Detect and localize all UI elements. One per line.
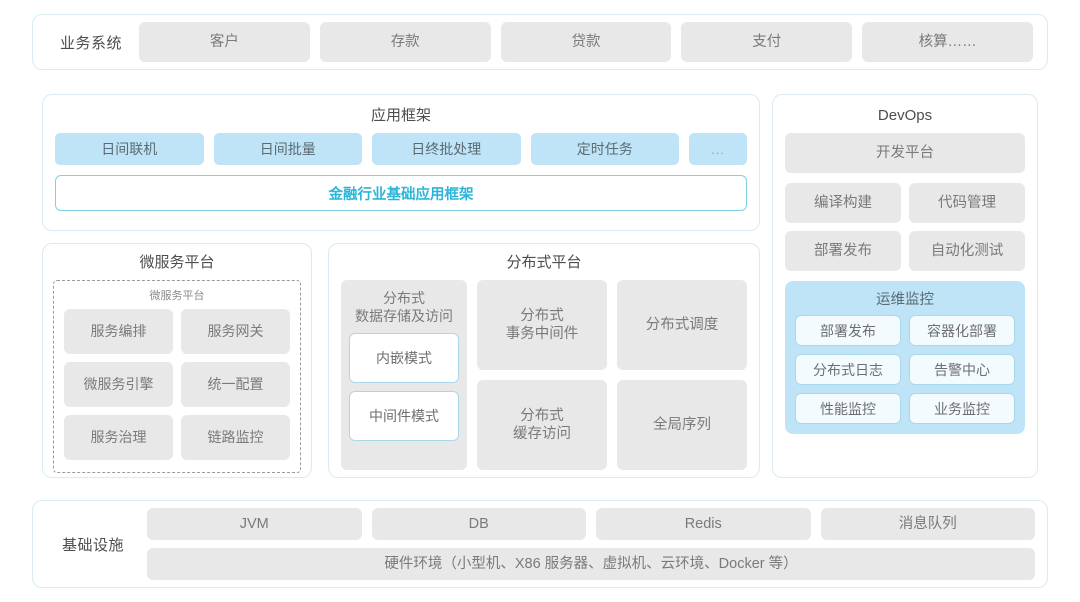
distributed-storage-title-line2: 数据存储及访问 <box>355 307 453 324</box>
devops-item-build[interactable]: 编译构建 <box>785 183 901 223</box>
app-framework-title: 应用框架 <box>370 107 431 124</box>
distributed-storage-column: 分布式 数据存储及访问 内嵌模式 中间件模式 <box>341 280 467 470</box>
infrastructure-item-db[interactable]: DB <box>371 508 586 540</box>
business-item-accounting[interactable]: 核算…… <box>862 22 1033 62</box>
platform-column-left: 应用框架 日间联机 日间批量 日终批处理 定时任务 ... 金融行业基础应用框架… <box>42 94 760 478</box>
distributed-storage-mode-middleware[interactable]: 中间件模式 <box>349 391 459 441</box>
microservice-item-unified-config[interactable]: 统一配置 <box>181 362 290 407</box>
app-framework-item-eod-batch[interactable]: 日终批处理 <box>372 133 521 165</box>
distributed-cell-cache-access-text: 分布式 缓存访问 <box>513 407 571 443</box>
microservice-item-governance[interactable]: 服务治理 <box>64 415 173 460</box>
microservice-item-tracing[interactable]: 链路监控 <box>181 415 290 460</box>
distributed-cell-0-line2: 事务中间件 <box>505 326 579 342</box>
distributed-cell-scheduling[interactable]: 分布式调度 <box>617 280 747 370</box>
ops-item-alert-center[interactable]: 告警中心 <box>909 354 1015 385</box>
ops-monitor-title: 运维监控 <box>876 292 934 308</box>
distributed-platform-title: 分布式平台 <box>506 254 582 271</box>
devops-title: DevOps <box>877 107 933 124</box>
distributed-cell-0-line1: 分布式 <box>520 307 564 324</box>
infrastructure-panel: 基础设施 JVM DB Redis 消息队列 硬件环境（小型机、X86 服务器、… <box>32 500 1048 588</box>
app-framework-panel: 应用框架 日间联机 日间批量 日终批处理 定时任务 ... 金融行业基础应用框架 <box>42 94 760 231</box>
ops-item-deploy-release[interactable]: 部署发布 <box>795 315 901 346</box>
infrastructure-items: JVM DB Redis 消息队列 <box>147 508 1035 540</box>
microservice-platform-items: 服务编排 服务网关 微服务引擎 统一配置 服务治理 链路监控 <box>64 309 290 460</box>
business-system-panel: 业务系统 客户 存款 贷款 支付 核算…… <box>32 14 1048 70</box>
ops-monitor-items: 部署发布 容器化部署 分布式日志 告警中心 性能监控 业务监控 <box>795 315 1015 424</box>
devops-item-dev-platform[interactable]: 开发平台 <box>785 133 1025 173</box>
ops-monitor-panel: 运维监控 部署发布 容器化部署 分布式日志 告警中心 性能监控 业务监控 <box>785 281 1025 434</box>
business-item-payment[interactable]: 支付 <box>681 22 853 62</box>
distributed-cell-2-line2: 缓存访问 <box>513 426 571 442</box>
distributed-platform-panel: 分布式平台 分布式 数据存储及访问 内嵌模式 中间件模式 分布式 <box>328 243 760 478</box>
distributed-storage-title-line1: 分布式 <box>383 290 425 306</box>
platform-column-right: DevOps 开发平台 编译构建 代码管理 部署发布 自动化测试 运维监控 部署… <box>772 94 1038 478</box>
microservice-platform-panel: 微服务平台 微服务平台 服务编排 服务网关 微服务引擎 统一配置 服务治理 链路… <box>42 243 312 478</box>
app-framework-items: 日间联机 日间批量 日终批处理 定时任务 ... <box>55 133 747 165</box>
ops-item-container-deploy[interactable]: 容器化部署 <box>909 315 1015 346</box>
distributed-cell-2-line1: 分布式 <box>520 407 564 424</box>
distributed-storage-title: 分布式 数据存储及访问 <box>349 290 459 325</box>
microservice-platform-title: 微服务平台 <box>139 254 215 271</box>
infrastructure-item-redis[interactable]: Redis <box>596 508 811 540</box>
business-system-label: 业务系统 <box>59 34 122 52</box>
distributed-cell-transaction-middleware[interactable]: 分布式 事务中间件 <box>477 280 607 370</box>
app-framework-item-more[interactable]: ... <box>689 133 747 165</box>
devops-items: 编译构建 代码管理 部署发布 自动化测试 <box>785 183 1025 271</box>
infrastructure-label: 基础设施 <box>61 536 124 554</box>
devops-item-deploy-release[interactable]: 部署发布 <box>785 231 901 271</box>
app-framework-item-scheduled-task[interactable]: 定时任务 <box>530 133 679 165</box>
app-framework-item-daytime-online[interactable]: 日间联机 <box>55 133 204 165</box>
finance-base-framework-box[interactable]: 金融行业基础应用框架 <box>55 175 747 211</box>
business-item-customer[interactable]: 客户 <box>139 22 310 62</box>
distributed-storage-mode-embedded[interactable]: 内嵌模式 <box>349 333 459 383</box>
business-item-loan[interactable]: 贷款 <box>500 22 672 62</box>
distributed-platform-cells: 分布式 事务中间件 分布式调度 分布式 缓存访问 全局序列 <box>477 280 747 470</box>
infrastructure-item-message-queue[interactable]: 消息队列 <box>820 508 1035 540</box>
devops-panel: DevOps 开发平台 编译构建 代码管理 部署发布 自动化测试 运维监控 部署… <box>772 94 1038 478</box>
business-item-deposit[interactable]: 存款 <box>319 22 491 62</box>
distributed-cell-global-sequence[interactable]: 全局序列 <box>617 380 747 470</box>
middle-area: 应用框架 日间联机 日间批量 日终批处理 定时任务 ... 金融行业基础应用框架… <box>32 84 1048 488</box>
business-system-items: 客户 存款 贷款 支付 核算…… <box>139 22 1037 62</box>
infrastructure-content: JVM DB Redis 消息队列 硬件环境（小型机、X86 服务器、虚拟机、云… <box>141 508 1035 580</box>
devops-item-code-management[interactable]: 代码管理 <box>909 183 1025 223</box>
infrastructure-item-jvm[interactable]: JVM <box>147 508 362 540</box>
microservice-platform-inner-title: 微服务平台 <box>149 290 205 302</box>
ops-item-performance-monitor[interactable]: 性能监控 <box>795 393 901 424</box>
microservice-item-orchestration[interactable]: 服务编排 <box>64 309 173 354</box>
distributed-cell-transaction-middleware-text: 分布式 事务中间件 <box>506 307 579 343</box>
infrastructure-item-hardware-environment[interactable]: 硬件环境（小型机、X86 服务器、虚拟机、云环境、Docker 等） <box>147 548 1035 580</box>
distributed-platform-body: 分布式 数据存储及访问 内嵌模式 中间件模式 分布式 事务中间件 <box>341 280 747 470</box>
devops-item-automated-test[interactable]: 自动化测试 <box>909 231 1025 271</box>
microservice-item-engine[interactable]: 微服务引擎 <box>64 362 173 407</box>
app-framework-item-daytime-batch[interactable]: 日间批量 <box>213 133 362 165</box>
microservice-platform-inner-box: 微服务平台 服务编排 服务网关 微服务引擎 统一配置 服务治理 链路监控 <box>53 280 301 473</box>
ops-item-business-monitor[interactable]: 业务监控 <box>909 393 1015 424</box>
distributed-cell-cache-access[interactable]: 分布式 缓存访问 <box>477 380 607 470</box>
microservice-item-gateway[interactable]: 服务网关 <box>181 309 290 354</box>
ops-item-distributed-log[interactable]: 分布式日志 <box>795 354 901 385</box>
infrastructure-hardware-row: 硬件环境（小型机、X86 服务器、虚拟机、云环境、Docker 等） <box>147 548 1035 580</box>
